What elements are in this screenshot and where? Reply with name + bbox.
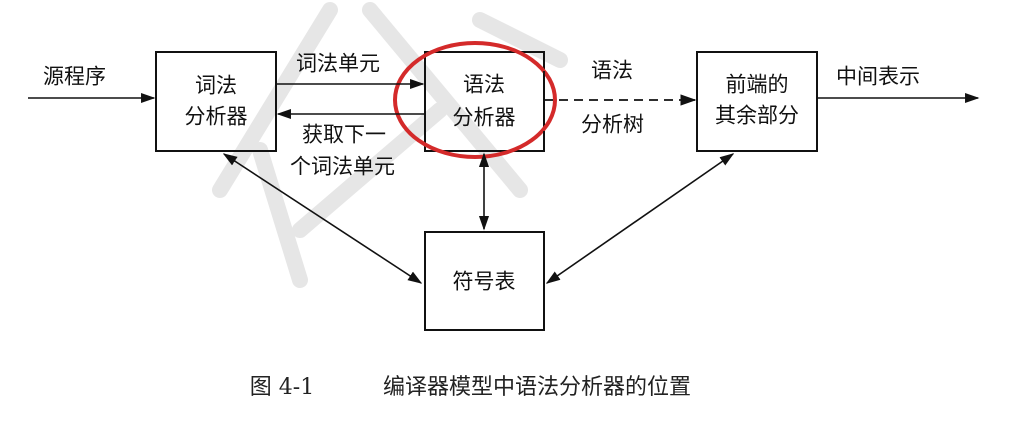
figure-caption: 编译器模型中语法分析器的位置 [383,375,691,400]
symbol-table-box [424,231,545,331]
frontend-rest-box [696,51,818,152]
background-watermark [212,2,568,288]
symbol-table-label: 符号表 [453,270,516,294]
parse-tree-label-line2: 分析树 [581,113,644,137]
parser-box-line1: 语法 [463,73,505,97]
token-label: 词法单元 [296,52,380,76]
parser-box-line2: 分析器 [453,106,516,130]
parse-tree-label-line1: 语法 [591,59,633,83]
lexer-box-line2: 分析器 [185,105,248,129]
frontend-symtab-arrow [545,153,735,284]
get-next-token-label-line1: 获取下一 [302,123,386,147]
source-program-label: 源程序 [43,65,106,89]
frontend-rest-box-line2: 其余部分 [715,104,799,128]
figure-number: 图 4-1 [250,375,314,400]
lexer-box [155,51,277,152]
highlight-circle [393,41,557,159]
lexer-symtab-arrow [222,153,423,284]
get-next-token-label-line2: 个词法单元 [290,155,395,179]
frontend-rest-box-line1: 前端的 [726,73,789,97]
intermediate-representation-label: 中间表示 [836,65,920,89]
lexer-box-line1: 词法 [195,74,237,98]
